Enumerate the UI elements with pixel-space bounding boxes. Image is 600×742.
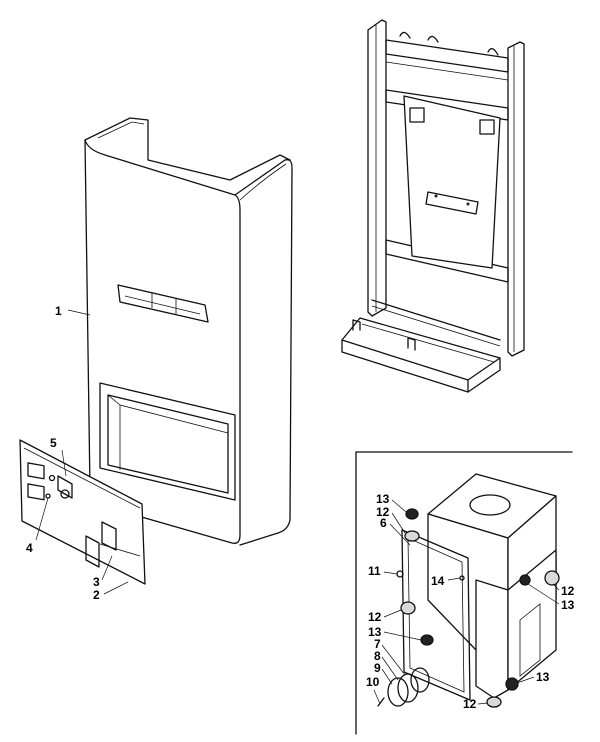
label-12-top: 12	[376, 505, 390, 519]
callout-3: 3	[93, 555, 113, 589]
label-4: 4	[26, 541, 33, 555]
label-11: 11	[368, 564, 381, 578]
callout-4: 4	[26, 497, 49, 555]
control-panel	[19, 439, 146, 585]
label-10: 10	[366, 675, 380, 689]
callout-5: 5	[50, 436, 67, 477]
heat-exchanger-assembly	[377, 473, 560, 708]
label-12-mid: 12	[368, 610, 382, 624]
boiler-casing	[84, 117, 293, 546]
label-8: 8	[374, 649, 381, 663]
detail-callouts: 13 12 6 11 14 12 13 12 13 7 8 9 10 13 12	[366, 492, 575, 711]
detail-frame	[355, 451, 573, 735]
label-13-mid: 13	[368, 625, 382, 639]
label-13-top: 13	[376, 492, 390, 506]
label-13-right: 13	[561, 598, 575, 612]
label-13-bottom: 13	[536, 670, 550, 684]
label-14: 14	[431, 574, 445, 588]
callout-2: 2	[93, 581, 129, 602]
label-2: 2	[93, 588, 100, 602]
mounting-frame	[341, 19, 525, 393]
label-1: 1	[55, 304, 62, 318]
label-3: 3	[93, 575, 100, 589]
label-7: 7	[374, 637, 381, 651]
label-12-right: 12	[561, 584, 575, 598]
label-12-bottom: 12	[463, 697, 477, 711]
label-5: 5	[50, 436, 57, 450]
label-6: 6	[380, 516, 387, 530]
label-9: 9	[374, 661, 381, 675]
callout-1: 1	[55, 304, 91, 318]
